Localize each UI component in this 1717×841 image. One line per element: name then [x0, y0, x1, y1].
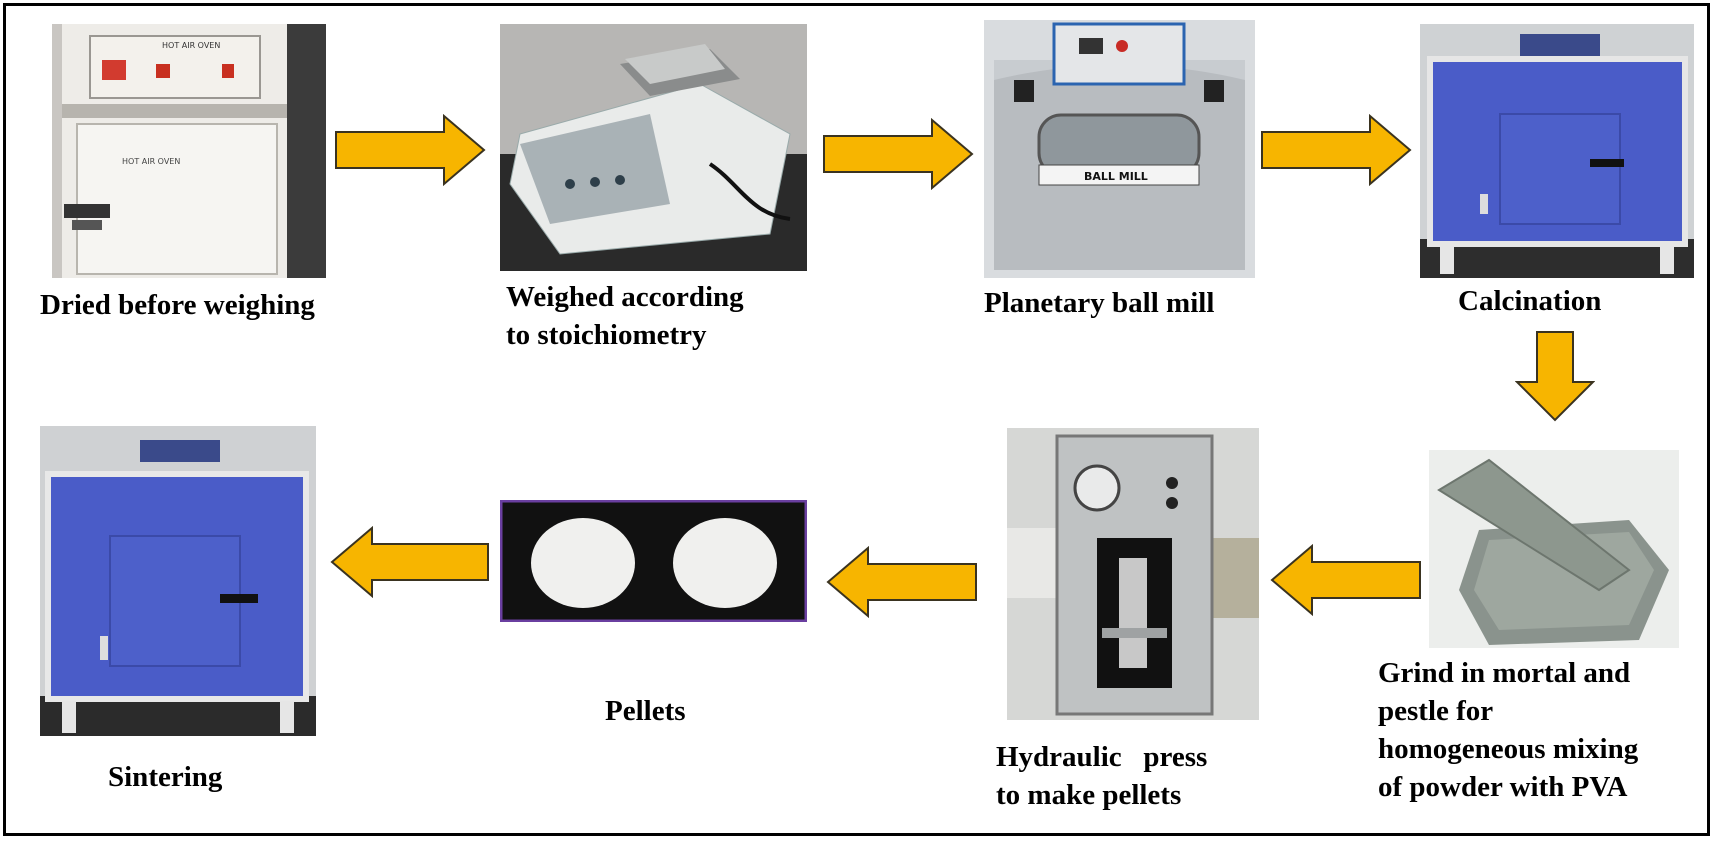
label-sintering: Sintering: [108, 761, 223, 793]
mortar-pestle-photo: [1429, 450, 1679, 648]
arrow-left-1: [1270, 544, 1422, 616]
label-weighed-according-to-stoichiometry: Weighed according to stoichiometry: [506, 281, 744, 351]
arrow-down: [1515, 330, 1595, 422]
arrow-right-2: [822, 118, 974, 190]
calcination-furnace-photo: [1420, 24, 1694, 278]
hydraulic-press-photo: [1007, 428, 1259, 720]
label-hydraulic-press: Hydraulic press to make pellets: [996, 741, 1208, 811]
label-dried-before-weighing: Dried before weighing: [40, 289, 315, 321]
hot-air-oven-photo: HOT AIR OVEN HOT AIR OVEN: [52, 24, 326, 278]
arrow-left-3: [330, 526, 490, 598]
ball-mill-sign-text: BALL MILL: [1084, 170, 1148, 183]
arrow-right-3: [1260, 114, 1412, 186]
oven-door-text: HOT AIR OVEN: [122, 157, 180, 166]
label-calcination: Calcination: [1458, 285, 1602, 317]
arrow-left-2: [826, 546, 978, 618]
pellet-1: [531, 518, 635, 608]
ball-mill-photo: BALL MILL: [984, 20, 1255, 278]
oven-panel-text: HOT AIR OVEN: [162, 41, 220, 50]
pellets-photo: [500, 500, 807, 622]
arrow-right-1: [334, 114, 486, 186]
label-grind-in-mortar-and-pestle: Grind in mortal and pestle for homogeneo…: [1378, 657, 1639, 803]
weighing-balance-photo: [500, 24, 807, 271]
label-pellets: Pellets: [605, 695, 686, 727]
diagram-frame: [3, 3, 1710, 836]
sintering-furnace-photo: [40, 426, 316, 736]
pellet-2: [673, 518, 777, 608]
label-planetary-ball-mill: Planetary ball mill: [984, 287, 1215, 319]
